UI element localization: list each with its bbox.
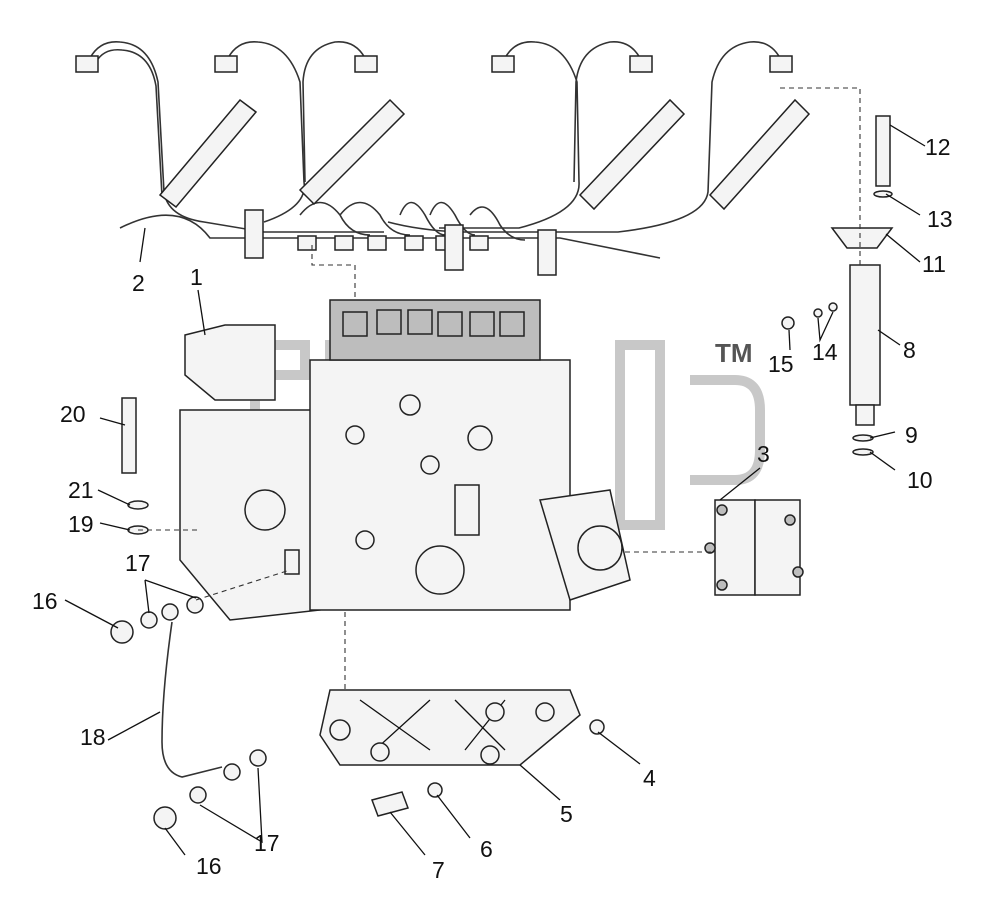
- callout-5: 5: [560, 801, 573, 827]
- callout-13: 13: [927, 206, 953, 232]
- callout-9: 9: [905, 422, 918, 448]
- callout-15: 15: [768, 351, 794, 377]
- fasteners: [110, 115, 894, 830]
- callout-17-upper: 17: [125, 550, 151, 576]
- callout-21: 21: [68, 477, 94, 503]
- fuel-lines-assembly: [75, 41, 811, 276]
- callouts: 1 2 3 4 5 6 7 8 9 10 11 12 13 14 15 16 1…: [32, 134, 953, 883]
- callout-8: 8: [903, 337, 916, 363]
- callout-3: 3: [757, 441, 770, 467]
- trademark-mark: TM: [715, 338, 753, 368]
- callout-1: 1: [190, 264, 203, 290]
- callout-14: 14: [812, 339, 838, 365]
- pump-bracket: [319, 689, 581, 766]
- callout-6: 6: [480, 836, 493, 862]
- drive-coupling: [704, 499, 804, 596]
- callout-7: 7: [432, 857, 445, 883]
- callout-16-upper: 16: [32, 588, 58, 614]
- callout-12: 12: [925, 134, 951, 160]
- callout-16-lower: 16: [196, 853, 222, 879]
- callout-4: 4: [643, 765, 656, 791]
- callout-18: 18: [80, 724, 106, 750]
- callout-11: 11: [922, 251, 946, 277]
- callout-20: 20: [60, 401, 86, 427]
- alignment-lines: [138, 87, 861, 690]
- injection-pump: [179, 299, 631, 621]
- leader-lines: [64, 124, 926, 856]
- callout-2: 2: [132, 270, 145, 296]
- callout-17-lower: 17: [254, 830, 280, 856]
- callout-19: 19: [68, 511, 94, 537]
- callout-10: 10: [907, 467, 933, 493]
